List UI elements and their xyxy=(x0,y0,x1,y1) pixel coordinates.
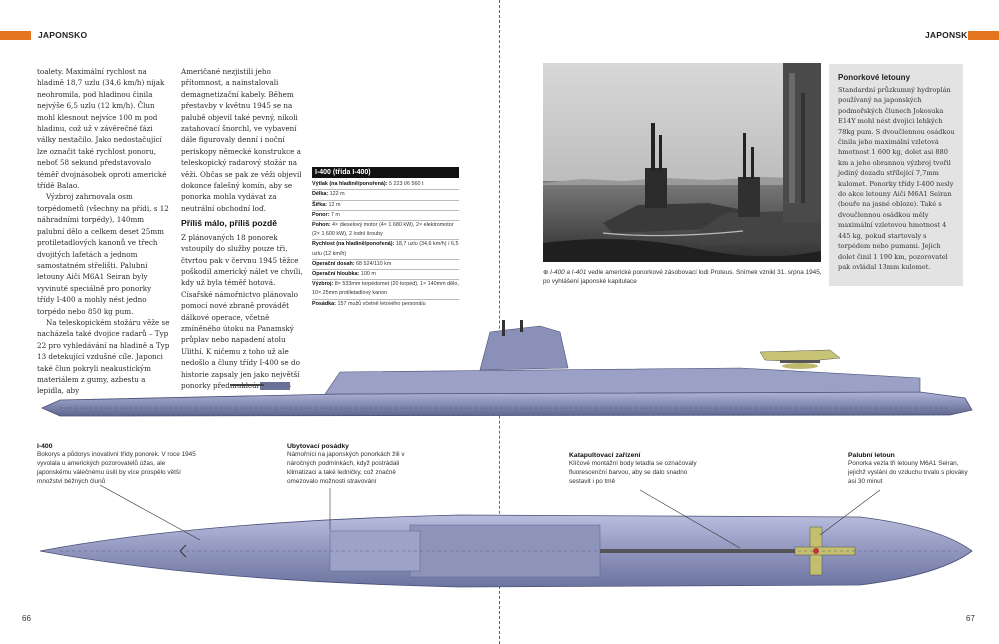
spec-row: Operační dosah: 68 524/110 km xyxy=(312,260,459,271)
spec-table: I-400 (třída I-400) Výtlak (na hladině/p… xyxy=(312,167,459,309)
spec-key: Posádka: xyxy=(312,300,336,307)
annotation-text: Bokorys a půdorys inovativní třídy ponor… xyxy=(37,451,196,485)
spec-value: 4× dieselový motor (4× 1 680 kW), 2× ele… xyxy=(312,222,454,238)
text-column-1: toalety. Maximální rychlost na hladině 1… xyxy=(37,66,170,397)
spec-row: Operační hloubka: 100 m xyxy=(312,270,459,281)
photo-caption-italic: I-400 a I-401 xyxy=(550,269,587,276)
spec-row: Rychlost (na hladině/ponořená): 18,7 uzl… xyxy=(312,240,459,260)
col1-paragraph-1: toalety. Maximální rychlost na hladině 1… xyxy=(37,67,167,191)
spec-key: Ponor: xyxy=(312,211,330,218)
spec-row: Šířka: 12 m xyxy=(312,201,459,211)
annotation-title: Ubytovací posádky xyxy=(287,443,349,450)
annotation-text: Námořníci na japonských ponorkách žili v… xyxy=(287,451,405,485)
section-heading: Příliš málo, příliš pozdě xyxy=(181,218,277,229)
page-number-left: 66 xyxy=(22,614,31,623)
annotation-i400: I-400 Bokorys a půdorys inovativní třídy… xyxy=(37,443,197,486)
header-accent-bar-right xyxy=(968,31,999,40)
spec-key: Výtlak (na hladině/ponořená): xyxy=(312,181,388,188)
annotation-text: Ponorka vezla tři letouny M6A1 Seiran, j… xyxy=(848,460,968,485)
sidebar-title: Ponorkové letouny xyxy=(838,73,911,82)
spec-row: Délka: 122 m xyxy=(312,190,459,201)
col2-paragraph-1: Američané nezjistili jeho přítomnost, a … xyxy=(181,67,302,213)
spec-title: I-400 (třída I-400) xyxy=(312,167,459,179)
spec-value: 8× 533mm torpédomet (20 torpéd), 1× 140m… xyxy=(312,281,459,297)
header-accent-bar-left xyxy=(0,31,31,40)
spec-key: Operační hloubka: xyxy=(312,271,360,278)
page-spine xyxy=(499,0,500,644)
annotation-catapult: Katapultovací zařízení Klíčové montážní … xyxy=(569,452,709,486)
historical-photo xyxy=(543,63,821,262)
page-number-right: 67 xyxy=(966,614,975,623)
spec-row: Posádka: 157 mužů včetně letového person… xyxy=(312,300,459,309)
submarine-side-profile xyxy=(40,318,975,420)
spec-value: 122 m xyxy=(328,191,345,198)
spec-value: 7 m xyxy=(329,211,340,218)
spec-key: Délka: xyxy=(312,191,329,198)
photo-caption: ⊕ I-400 a I-401 vedle americké ponorkové… xyxy=(543,268,823,286)
spec-key: Operační dosah: xyxy=(312,260,355,267)
spec-value: 157 mužů včetně letového personálu xyxy=(335,300,426,307)
spec-value: 5 223 t/6 560 t xyxy=(387,181,424,188)
annotation-title: Katapultovací zařízení xyxy=(569,452,641,459)
spec-value: 12 m xyxy=(326,201,341,208)
spec-row: Výzbroj: 8× 533mm torpédomet (20 torpéd)… xyxy=(312,280,459,300)
sidebar-box: Ponorkové letouny Standardní průzkumný h… xyxy=(829,64,963,286)
spec-value: 68 524/110 km xyxy=(354,260,392,267)
spec-key: Šířka: xyxy=(312,201,327,208)
submarine-plan-view xyxy=(39,505,975,597)
spec-key: Výzbroj: xyxy=(312,281,334,288)
sidebar-text: Standardní průzkumný hydroplán používaný… xyxy=(838,86,955,271)
spec-row: Ponor: 7 m xyxy=(312,211,459,222)
spec-key: Rychlost (na hladině/ponořená): xyxy=(312,241,395,248)
plan-view-drawing xyxy=(39,514,973,588)
annotation-text: Klíčové montážní body letadla se označov… xyxy=(569,460,697,485)
running-header-right: JAPONSKO xyxy=(925,30,975,40)
col1-paragraph-2: Výzbroj zahrnovala osm torpédometů (všec… xyxy=(37,192,169,316)
side-profile-seaplane xyxy=(759,349,841,369)
spec-row: Výtlak (na hladině/ponořená): 5 223 t/6 … xyxy=(312,180,459,191)
spec-key: Pohon: xyxy=(312,222,331,229)
annotation-title: Palubní letoun xyxy=(848,452,895,459)
photo-illustration xyxy=(543,63,821,262)
col1-paragraph-3: Na teleskopickém stožáru věže se nacháze… xyxy=(37,317,170,396)
spec-value: 18,7 uzlu (34,6 km/h) / 6,5 uzlu (12 km/… xyxy=(312,241,459,257)
photo-caption-text: vedle americké ponorkové zásobovací lodi… xyxy=(543,269,822,285)
running-header-left: JAPONSKO xyxy=(38,30,88,40)
annotation-crew-quarters: Ubytovací posádky Námořníci na japonskýc… xyxy=(287,443,427,486)
text-column-2: Američané nezjistili jeho přítomnost, a … xyxy=(181,66,309,391)
spec-row: Pohon: 4× dieselový motor (4× 1 680 kW),… xyxy=(312,221,459,241)
camera-icon: ⊕ xyxy=(543,269,551,276)
annotation-title: I-400 xyxy=(37,443,53,450)
annotation-seaplane: Palubní letoun Ponorka vezla tři letouny… xyxy=(848,452,968,486)
spec-value: 100 m xyxy=(359,271,376,278)
side-profile-drawing xyxy=(41,318,973,417)
